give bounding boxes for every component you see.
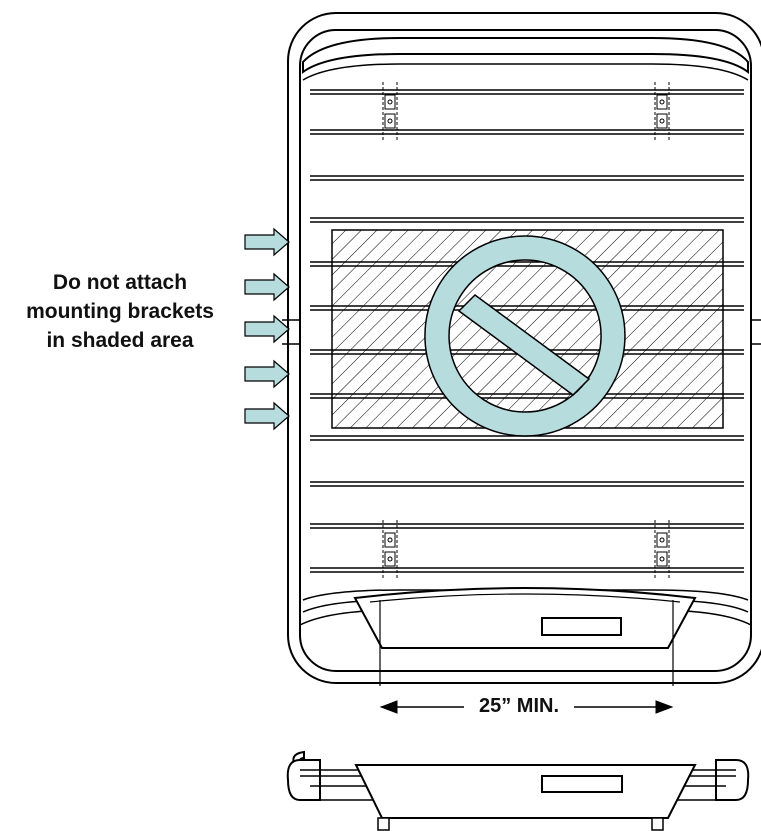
- warning-arrows: [244, 227, 290, 431]
- warning-note: Do not attach mounting brackets in shade…: [0, 268, 240, 355]
- fairing-slot: [541, 617, 622, 636]
- rack-front-view: [286, 750, 750, 831]
- mounting-bracket-rear-left: [382, 520, 398, 578]
- arrow-icon: [244, 272, 290, 302]
- rack-inner-frame: [299, 29, 752, 672]
- arrow-icon: [244, 359, 290, 389]
- dimension-label: 25” MIN.: [464, 694, 574, 718]
- dimension-indicator: [379, 600, 674, 714]
- mounting-bracket-rear-right: [654, 520, 670, 578]
- warning-line-2: mounting brackets: [26, 300, 214, 323]
- warning-line-3: in shaded area: [46, 329, 194, 352]
- prohibition-icon: [424, 235, 626, 437]
- warning-line-1: Do not attach: [52, 271, 188, 294]
- shaded-no-attach-area: [331, 229, 724, 429]
- mounting-bracket-front-left: [382, 82, 398, 140]
- rack-outer-frame: [287, 12, 761, 684]
- mounting-bracket-front-right: [654, 82, 670, 140]
- rack-front-cap: [302, 37, 749, 75]
- arrow-icon: [244, 314, 290, 344]
- arrow-icon: [244, 401, 290, 431]
- front-fairing: [353, 587, 697, 649]
- arrow-icon: [244, 227, 290, 257]
